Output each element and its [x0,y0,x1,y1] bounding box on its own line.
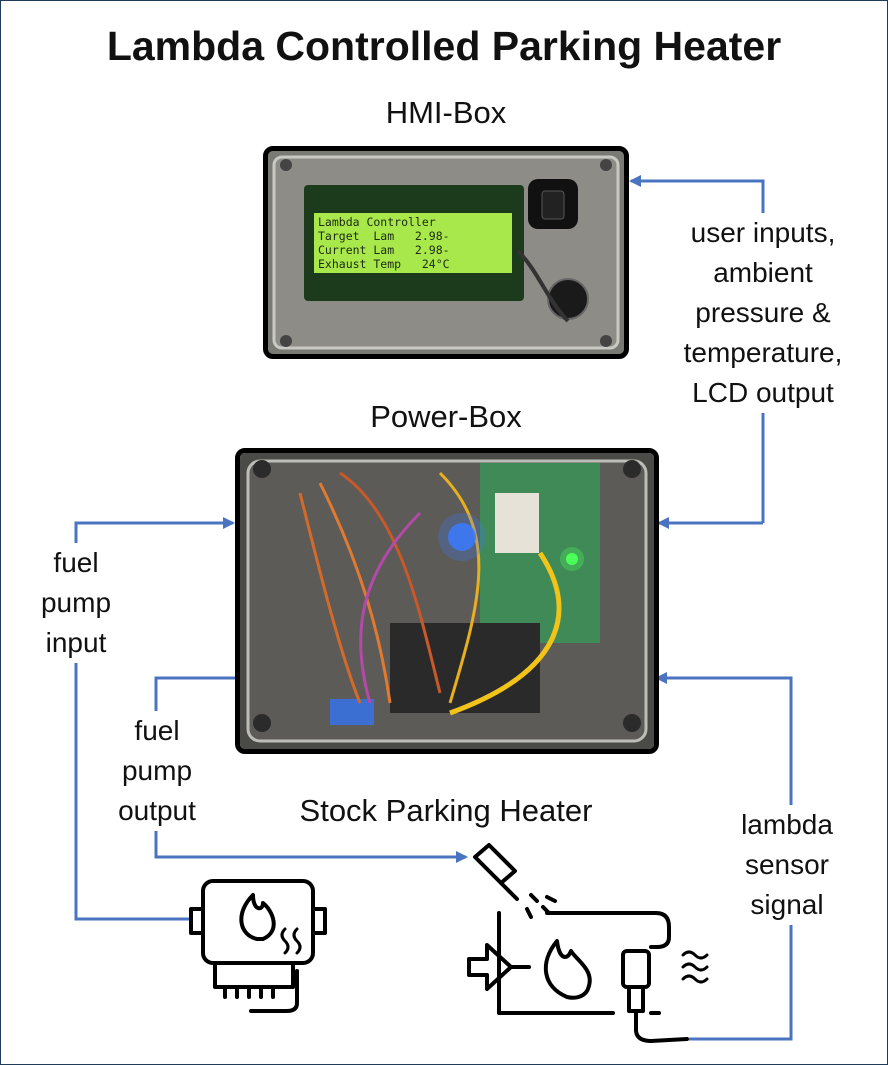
power-box-illustration [240,453,654,749]
label-user-inputs-line-1: user inputs, [690,217,836,248]
power-box-label: Power-Box [370,399,522,434]
lcd-line-2: Target Lam 2.98- [318,229,450,243]
label-fuel-pump-input-line-2: pump [40,587,112,618]
label-fuel-pump-output-line-3: output [118,795,196,826]
lcd-line-4: Exhaust Temp 24°C [318,257,450,271]
heater-label: Stock Parking Heater [299,793,593,828]
label-fuel-pump-input-line-3: input [45,627,107,658]
label-fuel-pump-input: fuel pump input [31,543,121,663]
lcd-display: Lambda Controller Target Lam 2.98- Curre… [318,215,512,271]
label-fuel-pump-input-line-1: fuel [53,547,99,578]
hmi-box-photo: Lambda Controller Target Lam 2.98- Curre… [263,146,629,359]
label-user-inputs: user inputs, ambient pressure & temperat… [665,213,861,413]
lcd-line-1: Lambda Controller [318,215,436,229]
label-fuel-pump-output-line-1: fuel [134,715,180,746]
label-lambda-sensor-signal: lambda sensor signal [725,805,849,925]
label-lambda-line-1: lambda [741,809,833,840]
arrow-fuel-pump-input [74,517,235,921]
hmi-box-illustration [268,151,624,354]
label-lambda-line-3: signal [750,889,824,920]
power-box-photo [235,448,659,754]
diagram-title: Lambda Controlled Parking Heater [106,23,782,69]
label-user-inputs-line-4: temperature, [683,337,843,368]
label-lambda-line-2: sensor [744,849,830,880]
label-user-inputs-line-3: pressure & [695,297,831,328]
label-fuel-pump-output: fuel pump output [105,711,209,831]
label-user-inputs-line-5: LCD output [692,377,834,408]
label-fuel-pump-output-line-2: pump [121,755,193,786]
lcd-line-3: Current Lam 2.98- [318,243,450,257]
hmi-box-label: HMI-Box [385,95,507,130]
label-user-inputs-line-2: ambient [713,257,813,288]
